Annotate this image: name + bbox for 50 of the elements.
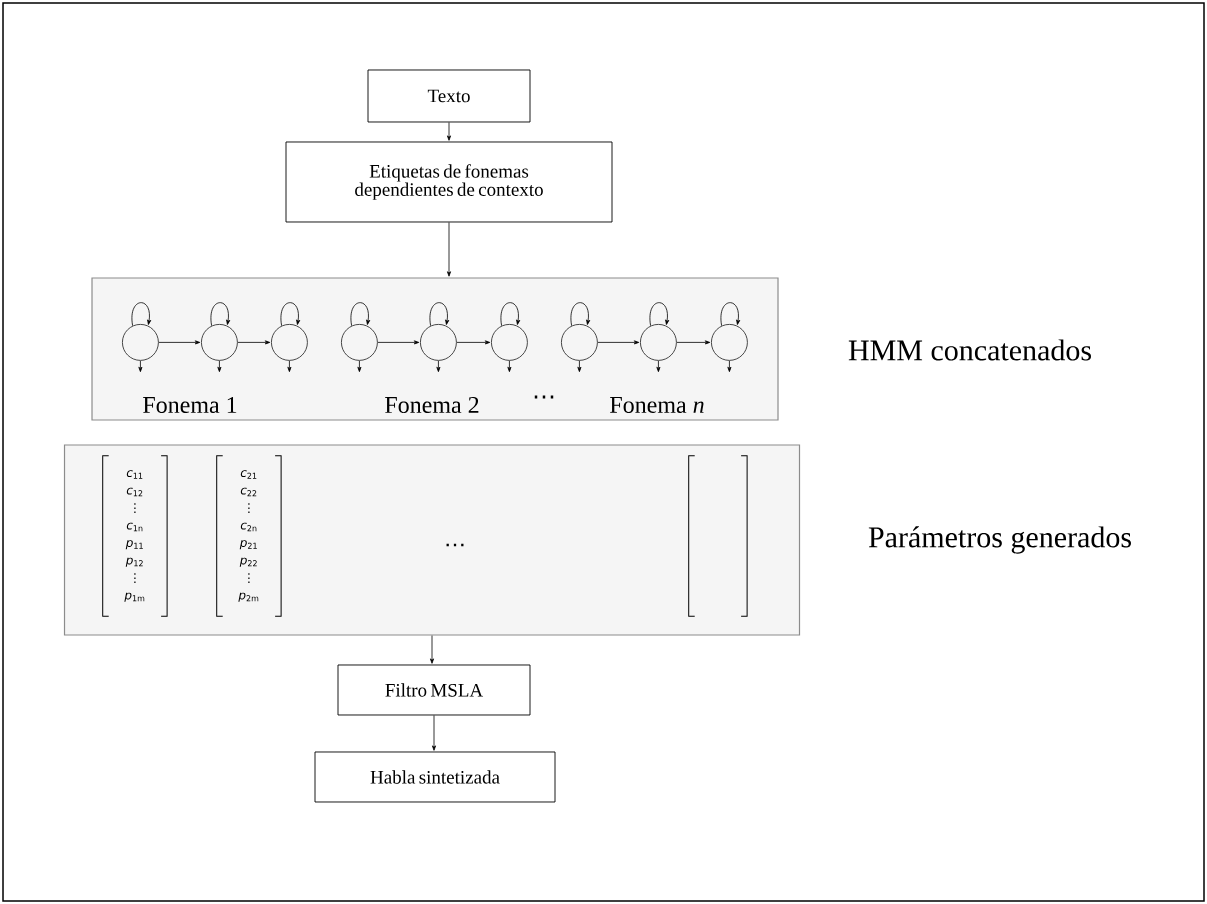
self-loop-arrow — [500, 302, 521, 327]
process-box: Habla sintetizada — [314, 751, 556, 803]
state-circle — [419, 323, 457, 361]
transition-arrow — [597, 340, 640, 345]
state-circle — [710, 323, 748, 361]
emission-arrow — [656, 360, 661, 373]
emission-arrow — [436, 360, 441, 373]
state-circle — [639, 323, 677, 361]
phoneme-label: Fonema 1 — [143, 396, 237, 414]
emission-arrow — [507, 360, 512, 373]
ellipsis: … — [446, 543, 464, 547]
vector-matrix: c$_{21}$ c$_{22}$ ⋮ c$_{2n}$ p$_{21}$ p$_{22}$ ⋮ p$_{2m}$ — [216, 455, 282, 617]
self-loop-arrow — [210, 302, 231, 327]
arrow — [432, 715, 436, 751]
process-box: Etiquetas de fonemas dependientes de contexto — [285, 141, 613, 223]
process-box: Texto — [367, 69, 531, 123]
state-circle — [200, 323, 238, 361]
state-circle — [560, 323, 598, 361]
self-loop-arrow — [131, 302, 152, 327]
transition-arrow — [237, 340, 271, 345]
self-loop-arrow — [350, 302, 371, 327]
emission-arrow — [577, 360, 582, 373]
state-circle — [121, 323, 159, 361]
arrow — [430, 635, 434, 664]
self-loop-arrow — [570, 302, 591, 327]
vector-matrix: c$_{11}$ c$_{12}$ ⋮ c$_{1n}$ p$_{11}$ p$_{12}$ ⋮ p$_{1m}$ — [102, 455, 168, 617]
emission-arrow — [287, 360, 292, 373]
emission-arrow — [357, 360, 362, 373]
transition-arrow — [158, 340, 201, 345]
phoneme-label: Fonema 2 — [385, 396, 479, 414]
self-loop-arrow — [649, 302, 670, 327]
emission-arrow — [217, 360, 222, 373]
arrow — [447, 122, 451, 141]
state-circle — [340, 323, 378, 361]
phoneme-label: Fonema n — [610, 397, 704, 413]
transition-arrow — [456, 340, 491, 345]
self-loop-arrow — [280, 302, 301, 327]
process-box: Filtro MSLA — [337, 664, 531, 716]
arrow — [447, 222, 451, 277]
transition-arrow — [676, 340, 711, 345]
panel-title: HMM concatenados — [848, 339, 1091, 361]
panel-title: Parámetros generados — [868, 526, 1131, 554]
transition-arrow — [377, 340, 420, 345]
emission-arrow — [727, 360, 732, 373]
self-loop-arrow — [720, 302, 741, 327]
ellipsis: ⋯ — [534, 395, 554, 399]
state-circle — [490, 323, 528, 361]
state-circle — [270, 323, 308, 361]
emission-arrow — [138, 360, 143, 373]
self-loop-arrow — [429, 302, 450, 327]
